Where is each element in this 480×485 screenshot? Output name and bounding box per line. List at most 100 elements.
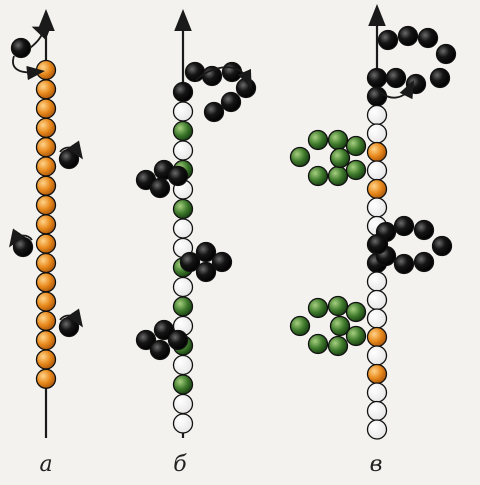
- strand-bead: [366, 308, 388, 329]
- strand-bead: [172, 393, 194, 415]
- picot-bead: [235, 77, 257, 99]
- picot-bead: [327, 129, 349, 151]
- picot-bead: [195, 241, 217, 263]
- strand-bead: [172, 296, 194, 317]
- strand-bead: [366, 382, 388, 403]
- strand-bead: [366, 289, 388, 311]
- picot-bead: [289, 146, 311, 168]
- picot-bead: [195, 261, 217, 283]
- strand-bead: [35, 349, 57, 370]
- picot-bead: [345, 301, 367, 323]
- strand-bead: [35, 291, 57, 312]
- picot-bead: [393, 253, 415, 275]
- panel-a-diagram: [8, 9, 84, 438]
- picot-thread-arrow: [59, 308, 84, 328]
- picot-bead: [377, 29, 399, 51]
- picot-bead: [393, 215, 415, 237]
- picot-bead: [327, 335, 349, 357]
- picot-bead: [435, 43, 457, 65]
- strand-bead: [172, 120, 194, 142]
- strand-bead: [35, 194, 57, 216]
- strand-bead: [35, 79, 57, 100]
- strand-bead: [366, 141, 388, 163]
- picot-bead: [345, 135, 367, 157]
- picot-bead: [329, 315, 351, 337]
- picot-bead: [135, 329, 157, 351]
- picot-bead: [345, 325, 367, 347]
- strand-bead: [172, 81, 194, 103]
- picot-thread-arrow: [12, 55, 45, 81]
- panel-label-v: в: [369, 452, 383, 477]
- picot-thread-arrow: [29, 26, 52, 49]
- picot-thread-arrow: [377, 79, 415, 100]
- strand-bead: [35, 310, 57, 332]
- picot-bead: [413, 251, 435, 273]
- picot-bead: [167, 165, 189, 187]
- picot-bead: [58, 316, 80, 338]
- picot-bead: [397, 25, 419, 47]
- picot-bead: [12, 236, 34, 258]
- picot-bead: [203, 101, 225, 123]
- picot-bead: [58, 148, 80, 170]
- strand-bead: [366, 345, 388, 366]
- strand-bead: [366, 86, 388, 107]
- picot-bead: [149, 339, 171, 361]
- strand-bead: [35, 156, 57, 177]
- picot-thread-arrow: [59, 140, 84, 160]
- strand-bead: [172, 218, 194, 239]
- strand-bead: [366, 271, 388, 292]
- picot-bead: [417, 27, 439, 49]
- strand-bead: [35, 252, 57, 274]
- strand-bead: [172, 101, 194, 122]
- strand-bead: [366, 419, 388, 440]
- picot-bead: [289, 315, 311, 337]
- strand-bead: [366, 326, 388, 348]
- strand-bead: [35, 98, 57, 119]
- picot-bead: [167, 329, 189, 351]
- picot-bead: [153, 319, 175, 341]
- strand-bead: [366, 67, 388, 89]
- picot-bead: [307, 297, 329, 319]
- picot-bead: [184, 61, 206, 83]
- picot-thread-arrow: [8, 228, 33, 248]
- picot-bead: [179, 251, 201, 273]
- strand-bead: [172, 413, 194, 434]
- picot-bead: [307, 129, 329, 151]
- panel-v-diagram: [289, 4, 457, 440]
- picot-bead: [307, 333, 329, 355]
- strand-bead: [366, 400, 388, 422]
- picot-bead: [431, 235, 453, 257]
- picot-bead: [413, 219, 435, 241]
- panel-label-a: а: [39, 452, 53, 477]
- strand-bead: [172, 140, 194, 161]
- strand-bead: [366, 123, 388, 144]
- picot-bead: [329, 147, 351, 169]
- strand-bead: [35, 175, 57, 196]
- strand-bead: [366, 363, 388, 385]
- picot-bead: [211, 251, 233, 273]
- picot-bead: [367, 233, 389, 255]
- strand-bead: [35, 137, 57, 158]
- strand-bead: [35, 368, 57, 389]
- strand-bead: [366, 104, 388, 126]
- picot-bead: [327, 165, 349, 187]
- picot-bead: [327, 295, 349, 317]
- panel-b-diagram: [135, 9, 257, 438]
- strand-bead: [35, 233, 57, 254]
- strand-bead: [35, 59, 57, 81]
- panel-label-b: б: [173, 452, 187, 477]
- picot-bead: [221, 61, 243, 83]
- strand-bead: [35, 330, 57, 351]
- picot-bead: [10, 37, 32, 59]
- strand-bead: [35, 117, 57, 139]
- picot-bead: [429, 67, 451, 89]
- picot-bead: [149, 177, 171, 199]
- picot-bead: [307, 165, 329, 187]
- picot-bead: [385, 67, 407, 89]
- strand-bead: [35, 272, 57, 293]
- picot-thread-arrow: [195, 66, 252, 89]
- strand-bead: [35, 214, 57, 235]
- strand-bead: [366, 160, 388, 181]
- strand-bead: [172, 374, 194, 395]
